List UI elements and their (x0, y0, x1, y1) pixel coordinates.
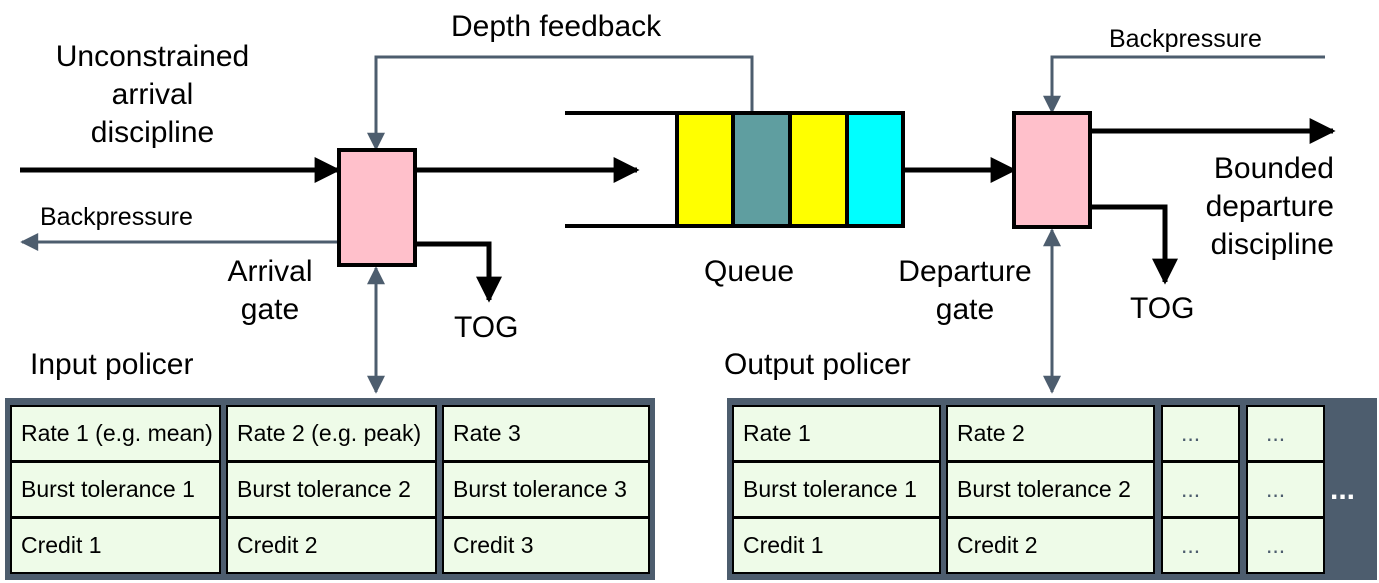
output-col3-row1: ... (1161, 405, 1240, 462)
tog-left-label: TOG (454, 311, 519, 344)
output-credit-1: Credit 1 (732, 517, 941, 574)
backpressure-left-label: Backpressure (40, 203, 193, 231)
unconstrained-label: Unconstrained arrival discipline (55, 40, 250, 149)
input-burst-2: Burst tolerance 2 (226, 461, 437, 518)
output-col3-row3: ... (1161, 517, 1240, 574)
queue-label: Queue (704, 255, 795, 288)
queue-slot-1 (675, 111, 735, 228)
output-credit-2: Credit 2 (946, 517, 1155, 574)
backpressure-top-label: Backpressure (1109, 25, 1262, 53)
input-policer: Rate 1 (e.g. mean) Burst tolerance 1 Cre… (5, 398, 655, 580)
backpressure-top-line (1043, 55, 1325, 114)
output-burst-1: Burst tolerance 1 (732, 461, 941, 518)
output-policer-title: Output policer (724, 348, 911, 381)
output-col4-row1: ... (1246, 405, 1325, 462)
input-credit-1: Credit 1 (10, 517, 221, 574)
input-rate-2: Rate 2 (e.g. peak) (226, 405, 437, 462)
input-credit-3: Credit 3 (442, 517, 650, 574)
input-rate-3: Rate 3 (442, 405, 650, 462)
depth-feedback-label: Depth feedback (451, 10, 662, 43)
output-col3-row2: ... (1161, 461, 1240, 518)
input-burst-3: Burst tolerance 3 (442, 461, 650, 518)
departure-tog-arrow (1090, 204, 1178, 285)
input-credit-2: Credit 2 (226, 517, 437, 574)
input-rate-1: Rate 1 (e.g. mean) (10, 405, 221, 462)
output-rate-1: Rate 1 (732, 405, 941, 462)
departure-gate-label: Departure gate (898, 255, 1032, 326)
arrival-gate (337, 148, 417, 267)
output-policer: Rate 1 Burst tolerance 1 Credit 1 Rate 2… (727, 398, 1377, 580)
output-more-indicator: ... (1330, 473, 1356, 506)
output-col4-row3: ... (1246, 517, 1325, 574)
departure-gate (1012, 111, 1092, 229)
arrival-tog-arrow (415, 241, 502, 303)
input-burst-1: Burst tolerance 1 (10, 461, 221, 518)
output-burst-2: Burst tolerance 2 (946, 461, 1155, 518)
bounded-label: Bounded departure discipline (1205, 152, 1334, 261)
depth-feedback-line (367, 55, 754, 151)
input-policer-title: Input policer (30, 348, 194, 381)
arrival-gate-label: Arrival gate (227, 255, 313, 326)
queue-slot-4 (845, 111, 905, 228)
tog-right-label: TOG (1130, 292, 1195, 325)
queue-slot-2 (731, 111, 792, 228)
output-col4-row2: ... (1246, 461, 1325, 518)
queue-slot-3 (788, 111, 849, 228)
output-rate-2: Rate 2 (946, 405, 1155, 462)
